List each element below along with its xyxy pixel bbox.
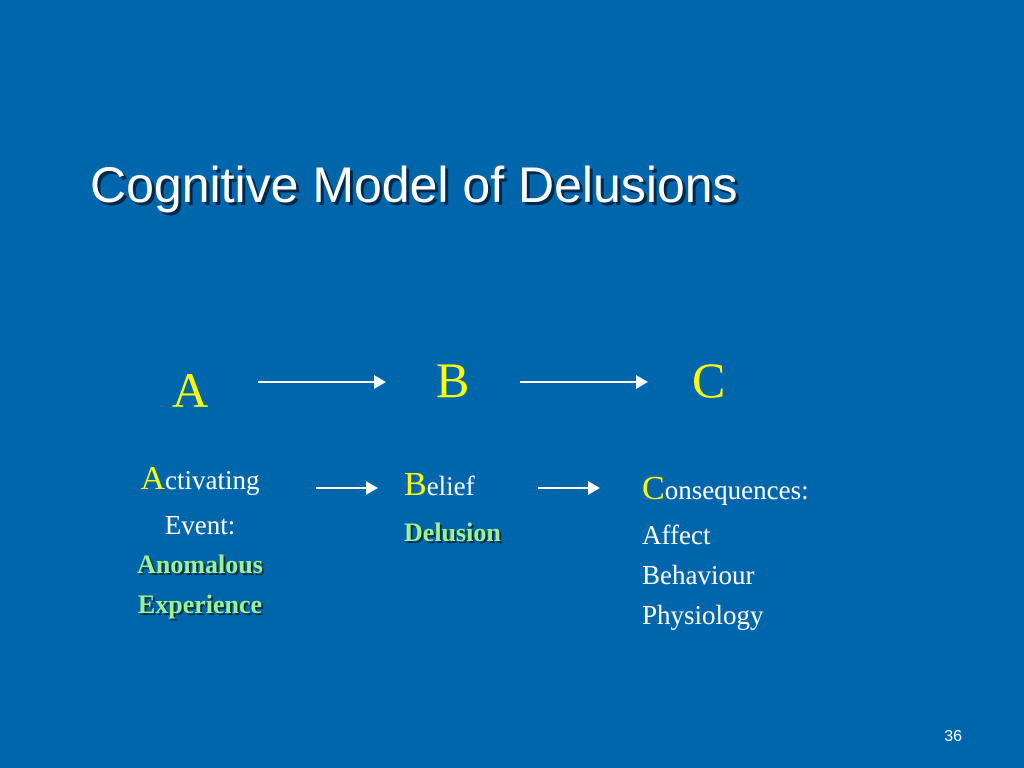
activating-initial: A bbox=[140, 460, 166, 497]
consequences-rest: onsequences: bbox=[664, 475, 809, 505]
consequences-initial: C bbox=[642, 470, 665, 507]
arrow-b-to-c bbox=[520, 375, 648, 389]
page-number: 36 bbox=[944, 728, 962, 745]
consequence-item: Physiology bbox=[642, 600, 764, 630]
arrow-activating-to-belief bbox=[316, 481, 378, 495]
letter-a: A bbox=[172, 362, 209, 418]
activating-event-block: Activating Event: Anomalous Experience bbox=[100, 460, 300, 625]
belief-rest: elief bbox=[426, 471, 475, 501]
activating-highlight-2: Experience bbox=[137, 590, 263, 619]
belief-block: Belief Delusion bbox=[404, 466, 544, 553]
activating-highlight-1: Anomalous bbox=[137, 550, 263, 579]
slide-title: Cognitive Model of Delusions bbox=[90, 157, 738, 213]
activating-line2: Event: bbox=[164, 510, 236, 540]
arrow-belief-to-consequences bbox=[538, 481, 600, 495]
belief-highlight: Delusion bbox=[404, 518, 501, 547]
arrow-a-to-b bbox=[258, 375, 386, 389]
consequence-item: Affect bbox=[642, 520, 711, 550]
activating-rest: ctivating bbox=[165, 465, 260, 495]
letter-b: B bbox=[436, 352, 470, 408]
belief-initial: B bbox=[404, 466, 427, 503]
letter-c: C bbox=[692, 352, 726, 408]
consequences-block: Consequences: Affect Behaviour Physiolog… bbox=[642, 470, 902, 635]
consequence-item: Behaviour bbox=[642, 560, 755, 590]
